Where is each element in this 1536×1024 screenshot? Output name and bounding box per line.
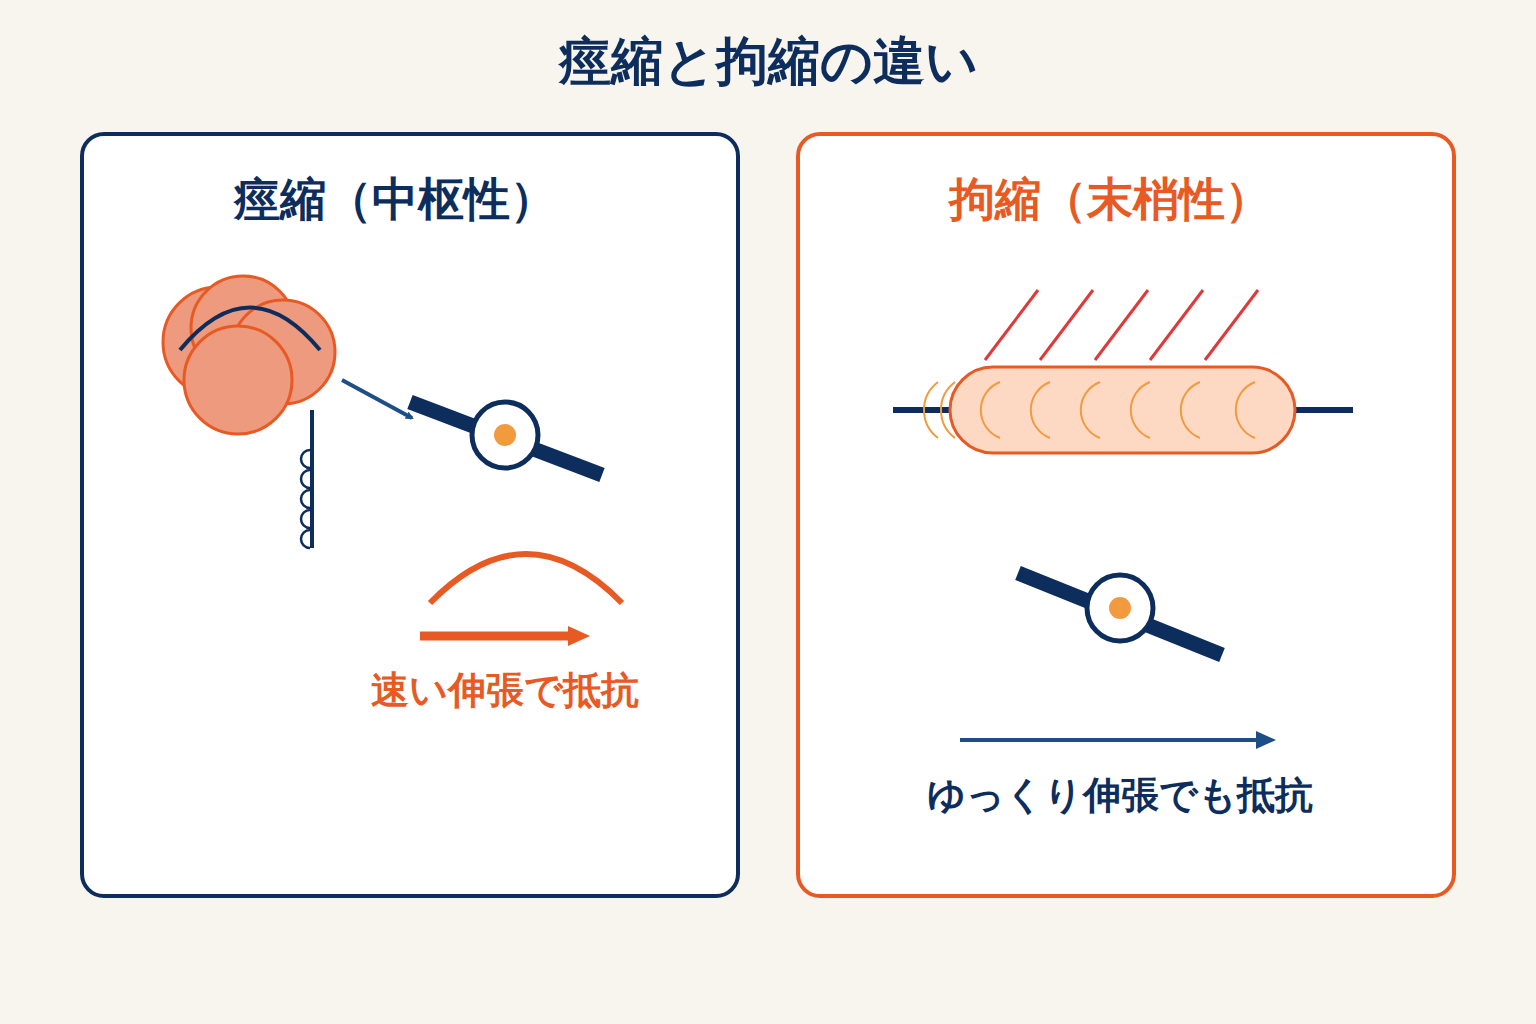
panel-heading: 痙縮（中枢性）: [234, 169, 556, 231]
caption-label: ゆっくり伸張でも抵抗: [927, 770, 1313, 821]
diagram-title: 痙縮と拘縮の違い: [559, 27, 978, 97]
stretch-arrow: [960, 738, 1258, 742]
panel-ground: [796, 132, 1456, 898]
joint-symbol: [410, 402, 602, 475]
muscle-body: [950, 367, 1295, 453]
muscle-fibers: [924, 382, 1255, 438]
stretch-arrow-head: [568, 626, 590, 646]
fibrosis-lines: [985, 290, 1258, 360]
stretch-arrow-head: [1256, 731, 1276, 749]
panel-ground: [80, 132, 740, 898]
panel-heading: 拘縮（末梢性）: [949, 169, 1271, 231]
stretch-arrow: [420, 632, 572, 641]
signal-arrow: [342, 380, 412, 418]
coil-loops: [301, 450, 310, 548]
spinal-line: [310, 410, 314, 548]
caption-label: 速い伸張で抵抗: [371, 665, 639, 716]
neuron-cluster: [163, 276, 335, 434]
cluster-arc: [180, 308, 320, 351]
joint-symbol: [1018, 573, 1222, 655]
motion-arc: [430, 554, 622, 603]
panel-box: 痙縮（中枢性）: [80, 132, 740, 898]
